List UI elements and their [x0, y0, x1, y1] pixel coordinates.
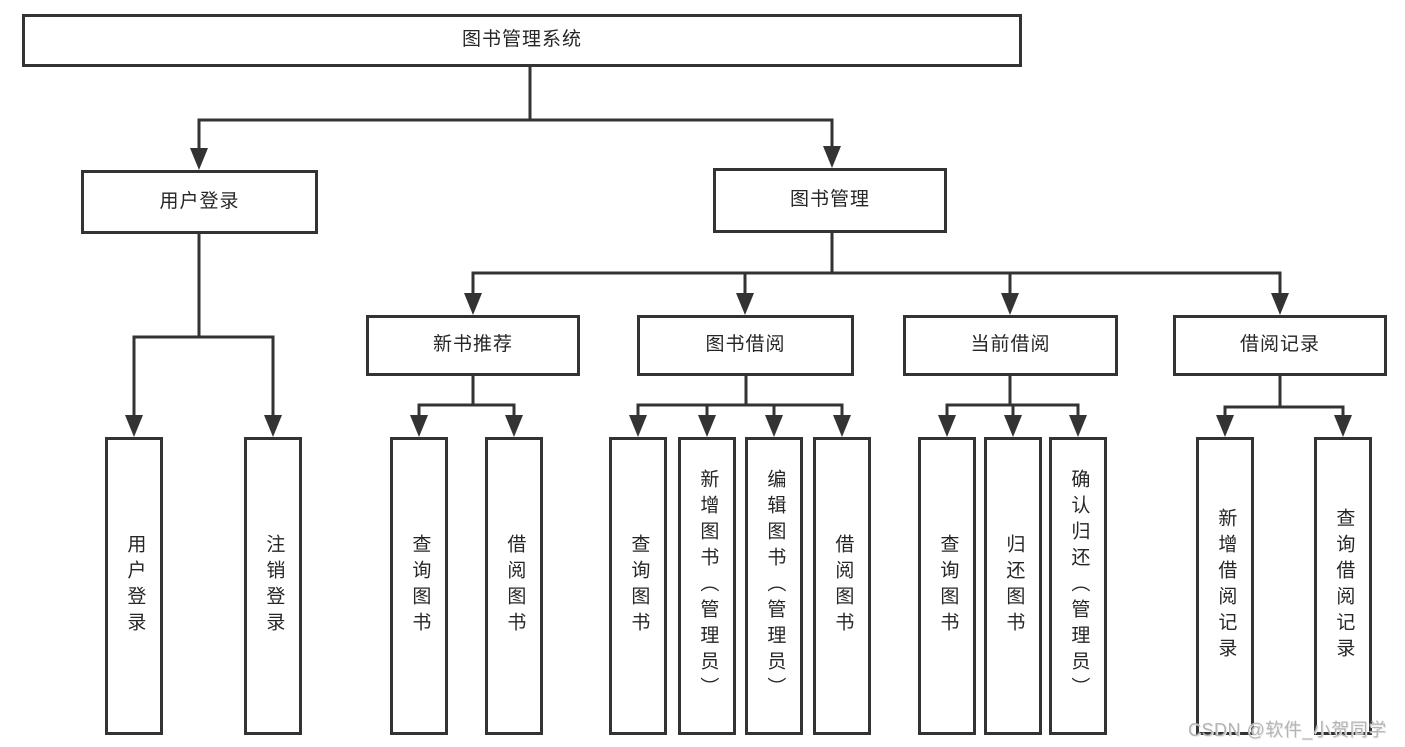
node-new-book-recommend: 新书推荐 [366, 315, 580, 376]
edge-borrow-records-branch [1223, 374, 1345, 421]
arrowhead [1001, 293, 1019, 315]
arrowhead [629, 415, 647, 437]
node-leaf-add-borrow-record: 新增借阅记录 [1196, 437, 1254, 735]
node-borrow-records: 借阅记录 [1173, 315, 1387, 376]
edge-user-login-branch [132, 232, 275, 421]
node-leaf-query-borrow-record: 查询借阅记录 [1314, 437, 1372, 735]
arrowhead [464, 293, 482, 315]
arrowhead [698, 415, 716, 437]
arrowhead [1271, 293, 1289, 315]
arrowhead [1069, 415, 1087, 437]
arrowhead [736, 293, 754, 315]
node-leaf-query-books-recommend: 查询图书 [390, 437, 448, 735]
edge-current-borrow-branch [945, 374, 1080, 421]
arrowhead [938, 415, 956, 437]
csdn-watermark: CSDN @软件_小贺同学 [1188, 720, 1387, 740]
edge-new-book-branch [417, 374, 516, 421]
node-leaf-edit-book-admin: 编辑图书（管理员） [745, 437, 803, 735]
arrowhead [1004, 415, 1022, 437]
node-current-borrow: 当前借阅 [903, 315, 1118, 376]
arrowhead [1334, 415, 1352, 437]
node-leaf-logout: 注销登录 [244, 437, 302, 735]
node-leaf-confirm-return-admin: 确认归还（管理员） [1049, 437, 1107, 735]
arrowhead [765, 415, 783, 437]
arrowhead [833, 415, 851, 437]
node-leaf-return-books: 归还图书 [984, 437, 1042, 735]
node-user-login: 用户登录 [81, 170, 318, 234]
arrowhead [190, 148, 208, 170]
edge-book-mgmt-branch [471, 231, 1282, 299]
arrowhead [125, 415, 143, 437]
arrowhead [505, 415, 523, 437]
node-leaf-query-books-borrow: 查询图书 [609, 437, 667, 735]
edge-root-branch [197, 65, 834, 154]
node-leaf-borrow-books: 借阅图书 [813, 437, 871, 735]
node-leaf-borrow-books-recommend: 借阅图书 [485, 437, 543, 735]
arrowhead [410, 415, 428, 437]
node-library-system: 图书管理系统 [22, 14, 1022, 67]
arrowhead [264, 415, 282, 437]
arrowhead [823, 146, 841, 168]
arrowhead [1216, 415, 1234, 437]
node-leaf-query-books-current: 查询图书 [918, 437, 976, 735]
node-book-management: 图书管理 [713, 168, 947, 233]
node-book-borrow: 图书借阅 [637, 315, 854, 376]
node-leaf-user-login: 用户登录 [105, 437, 163, 735]
edge-book-borrow-branch [636, 374, 844, 421]
node-leaf-add-book-admin: 新增图书（管理员） [678, 437, 736, 735]
